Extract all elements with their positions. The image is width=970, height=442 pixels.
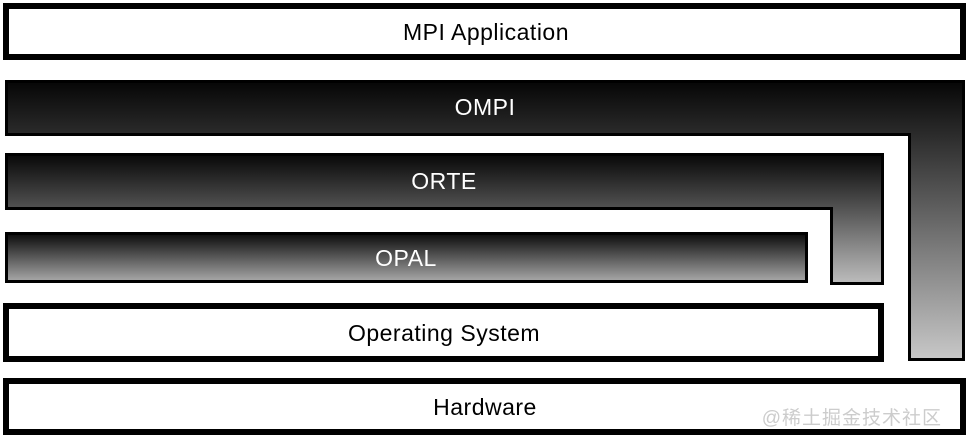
mpi-application-label: MPI Application [403,19,569,45]
layer-mpi-application: MPI Application [3,3,966,60]
mpi-application-box [3,3,966,60]
ompi-label: OMPI [455,94,516,120]
operating-system-box [3,303,884,362]
layer-ompi: OMPI [5,80,965,361]
layer-opal: OPAL [5,232,808,283]
hardware-label: Hardware [433,394,537,420]
orte-shape [5,153,884,285]
layer-hardware: Hardware [3,378,966,435]
opal-shape [5,232,808,283]
opal-label: OPAL [375,245,437,271]
layer-operating-system: Operating System [3,303,884,362]
layer-orte: ORTE [5,153,884,285]
hardware-box [3,378,966,435]
orte-label: ORTE [411,168,476,194]
operating-system-label: Operating System [348,320,540,346]
ompi-shape [5,80,965,361]
